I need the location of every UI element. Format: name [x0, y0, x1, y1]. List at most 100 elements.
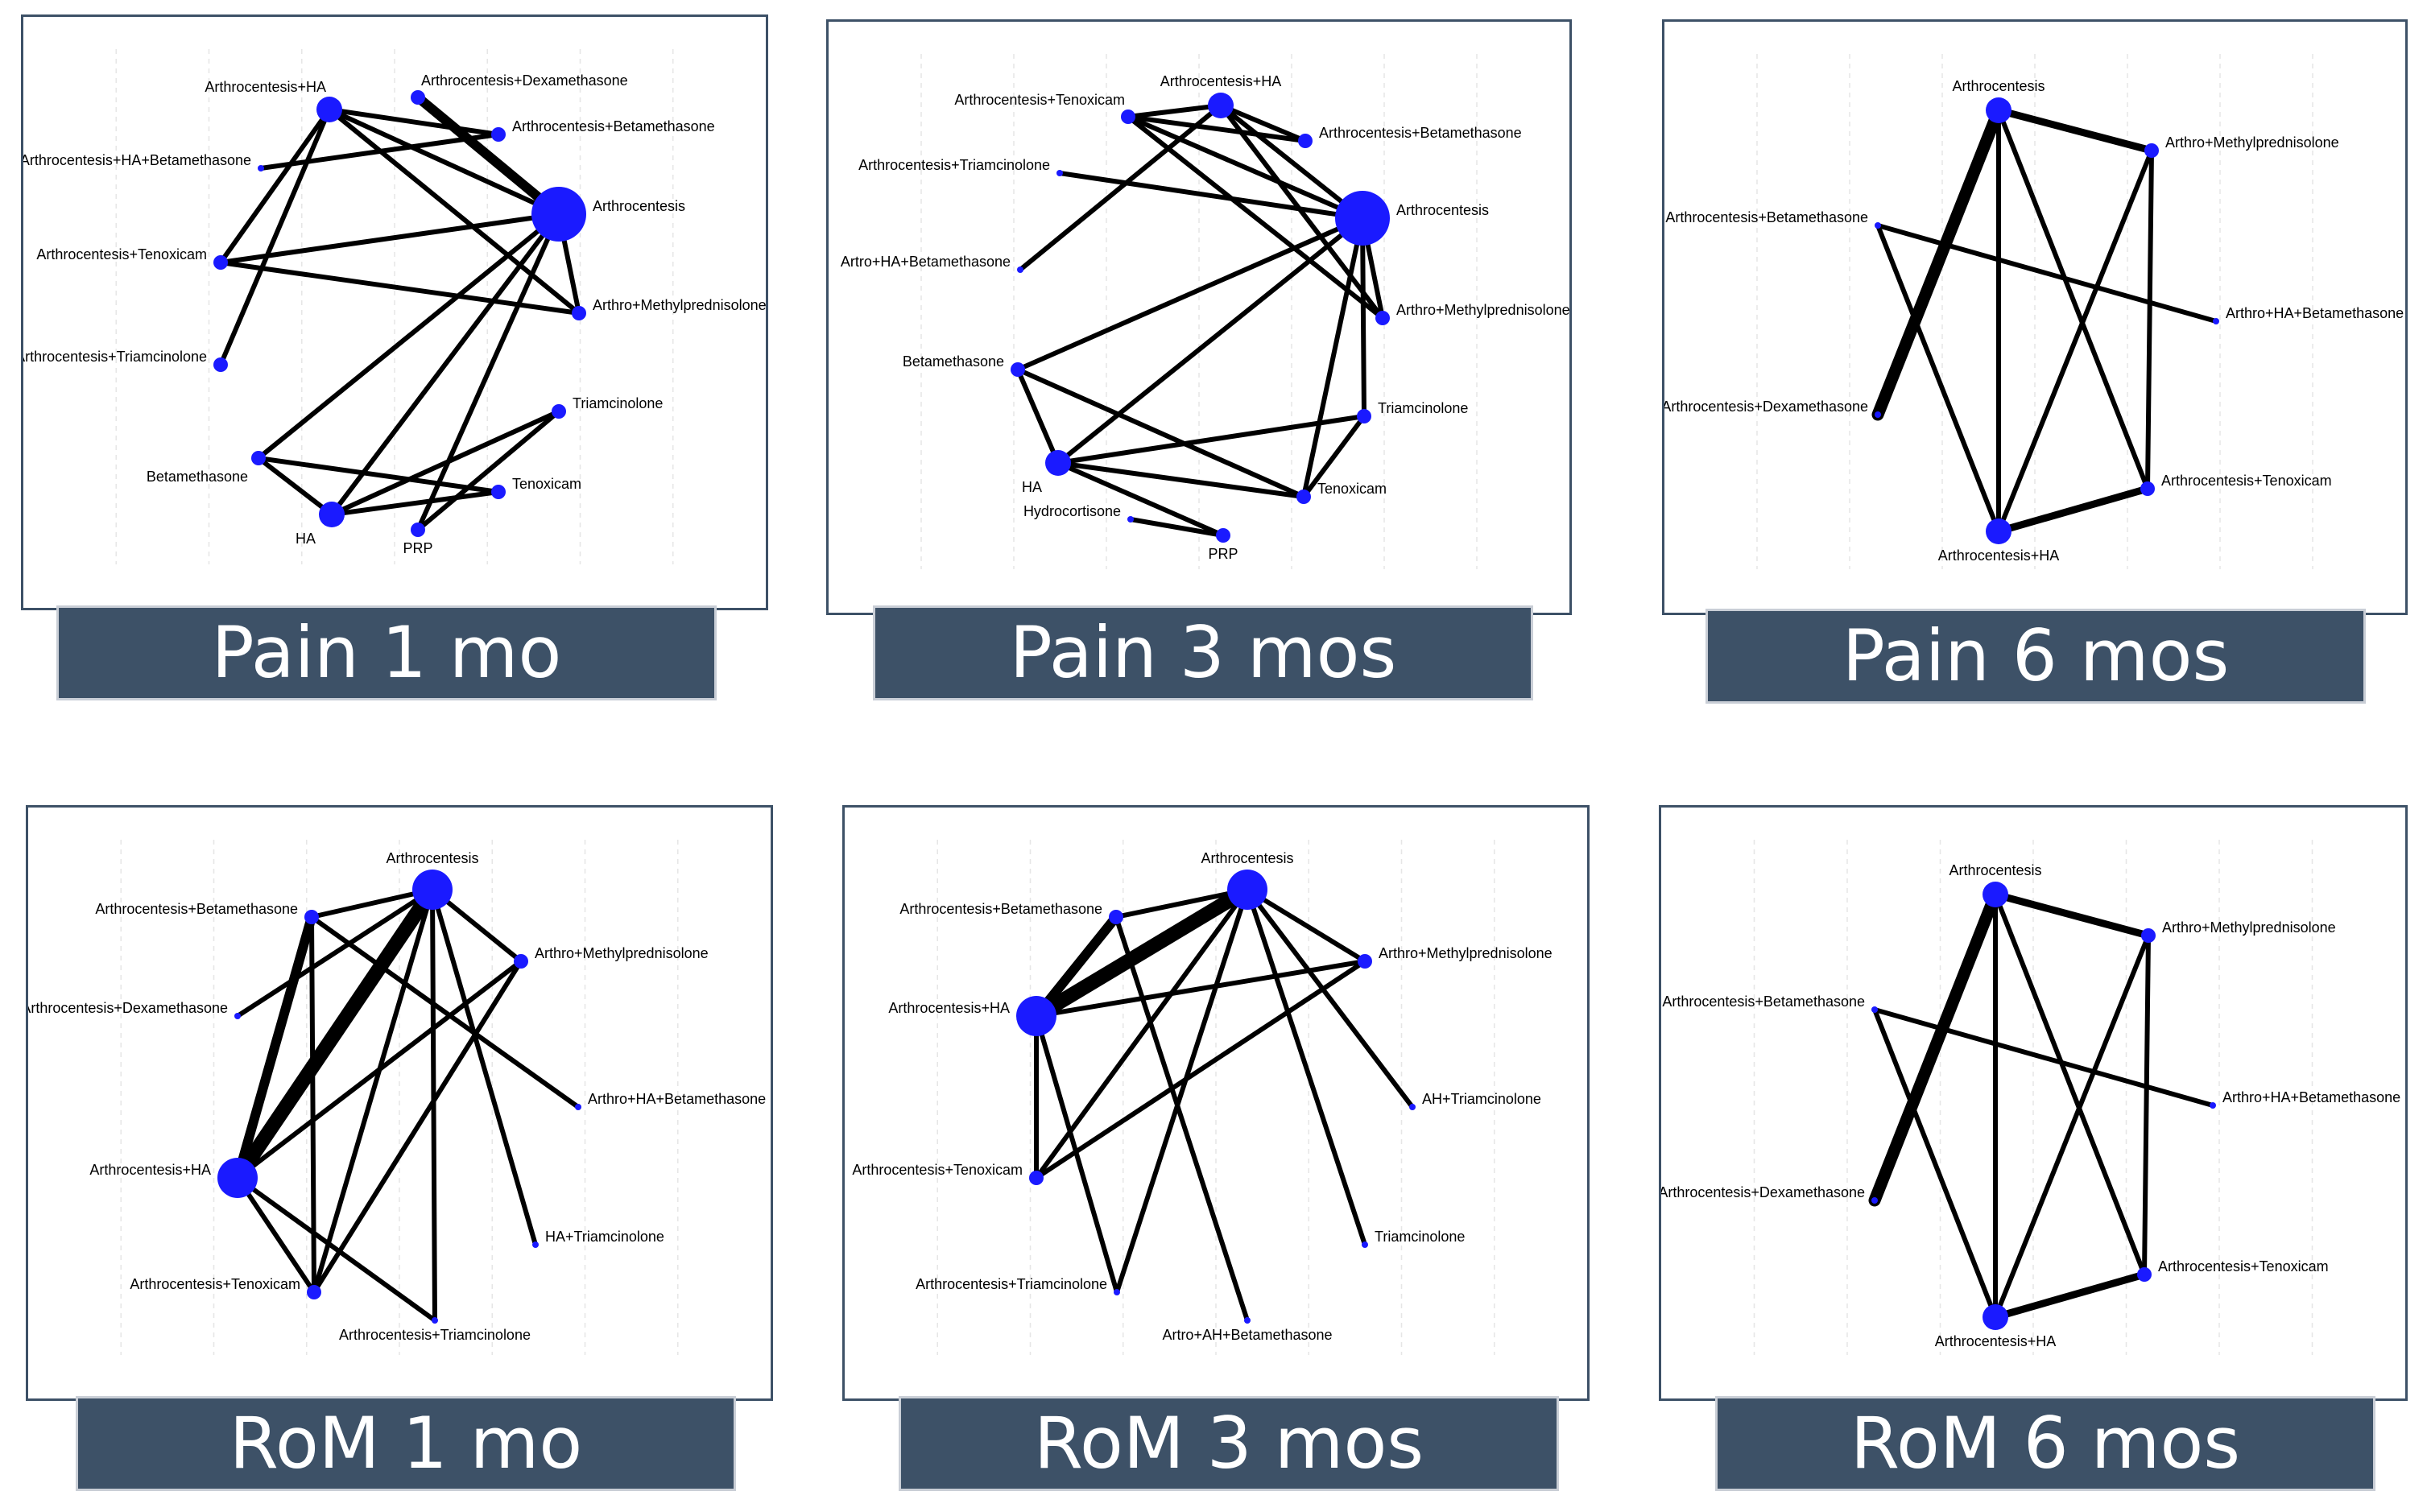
edge-beta-habeta — [309, 915, 581, 1109]
edge-arth-ha — [1056, 216, 1365, 465]
edge-arth-teno — [1993, 892, 2147, 1277]
node-arthrocentesis — [412, 870, 453, 910]
edge-ha_arth-arth — [327, 107, 561, 217]
node-label-arthrocentesis: Arthrocentesis — [1396, 202, 1489, 218]
edge-arth-dex — [1871, 104, 2005, 421]
edge-arth-ha — [329, 212, 561, 517]
edge-arth-meth — [1245, 887, 1367, 964]
edge-ha_arth-arth — [1218, 103, 1365, 221]
node-label-arthro-methylprednisolone: Arthro+Methylprednisolone — [2165, 134, 2339, 151]
node-label-arthrocentesis-ha: Arthrocentesis+HA — [1160, 73, 1282, 89]
node-arthro-methylprednisolone — [2144, 143, 2159, 158]
edge-arth-dex — [235, 887, 435, 1018]
edge-ha-triams — [1056, 414, 1366, 465]
node-label-prp: PRP — [403, 540, 432, 556]
edge-beta-habeta — [1872, 1007, 2215, 1108]
edge-meth-ha_arth — [1993, 933, 2151, 1320]
edge-ha_arth-meth — [1034, 959, 1367, 1018]
edge-ha-triams — [329, 409, 561, 517]
node-artro-ah-betamethasone — [1244, 1317, 1251, 1324]
node-prp — [411, 523, 425, 537]
edge-teno-arth — [1126, 114, 1365, 221]
edge-triams-tenox — [1301, 414, 1366, 499]
panel-title-banner: Pain 1 mo — [56, 605, 717, 700]
network-graph: Arthrocentesis+HAArthrocentesis+Tenoxica… — [841, 54, 1569, 569]
edge-betas-tenox — [256, 456, 501, 494]
node-arthrocentesis-betamethasone — [1298, 134, 1313, 148]
edge-arth-dex — [1868, 888, 2002, 1207]
node-arthrocentesis-tenoxicam — [2140, 481, 2155, 496]
node-label-arthro-ha-betamethasone: Arthro+HA+Betamethasone — [2226, 305, 2404, 321]
edge-ha_arth-meth — [1218, 103, 1385, 320]
node-ha — [319, 502, 345, 527]
node-arthrocentesis — [1335, 191, 1390, 246]
node-arthrocentesis — [1227, 870, 1267, 910]
node-arthrocentesis-ha — [1983, 1304, 2008, 1330]
node-arthro-methylprednisolone — [514, 954, 528, 969]
node-label-arthrocentesis: Arthrocentesis — [1949, 862, 2041, 878]
node-label-arthrocentesis: Arthrocentesis — [1952, 78, 2045, 94]
panel-title-banner: RoM 3 mos — [899, 1396, 1559, 1491]
node-label-arthrocentesis: Arthrocentesis — [593, 198, 685, 214]
network-graph: ArthrocentesisArthro+MethylprednisoloneA… — [1661, 840, 2400, 1355]
node-label-arthrocentesis: Arthrocentesis — [386, 850, 478, 866]
node-arthro-methylprednisolone — [572, 306, 586, 320]
edge-teno-ha_arth — [1126, 103, 1223, 119]
node-label-betamethasone: Betamethasone — [903, 353, 1004, 370]
node-label-arthrocentesis-betamethasone: Arthrocentesis+Betamethasone — [1319, 125, 1522, 141]
node-label-arthrocentesis-triamcinolone: Arthrocentesis+Triamcinolone — [339, 1327, 531, 1343]
node-arthrocentesis-ha — [217, 1158, 258, 1198]
edge-beta-ha_arth — [233, 912, 316, 1183]
node-hydrocortisone — [1127, 516, 1134, 523]
node-prp — [1216, 528, 1230, 543]
node-label-triamcinolone: Triamcinolone — [573, 395, 663, 411]
edge-prp-triams — [416, 409, 561, 532]
node-label-arthrocentesis-triamcinolone: Arthrocentesis+Triamcinolone — [916, 1276, 1107, 1292]
node-arthrocentesis-betamethasone — [1109, 910, 1123, 924]
node-label-ha: HA — [1022, 479, 1042, 495]
node-triamcinolone — [1357, 409, 1371, 423]
node-label-arthro-methylprednisolone: Arthro+Methylprednisolone — [535, 945, 709, 961]
edge-arth-meth — [1991, 890, 2152, 940]
node-betamethasone — [251, 451, 266, 465]
edge-meth-teno — [1034, 959, 1367, 1180]
node-arthrocentesis-betamethasone — [491, 127, 506, 142]
edge-betas-ha — [256, 456, 334, 517]
node-label-arthro-methylprednisolone: Arthro+Methylprednisolone — [1396, 302, 1569, 318]
node-arthrocentesis-tenoxicam — [213, 255, 228, 270]
node-label-arthrocentesis-betamethasone: Arthrocentesis+Betamethasone — [1665, 209, 1868, 225]
edge-beta-ha_arth — [1875, 223, 2001, 534]
edge-ha-tenox — [1056, 461, 1306, 499]
node-arthrocentesis-betamethasone — [1875, 222, 1881, 229]
node-label-arthrocentesis-tenoxicam: Arthrocentesis+Tenoxicam — [2161, 473, 2332, 489]
edge-ha-prp — [1056, 461, 1226, 538]
edge-arth-beta — [309, 887, 435, 919]
edge-habeta-beta — [258, 132, 501, 171]
edge-arth-triams — [1360, 216, 1366, 419]
node-label-triamcinolone: Triamcinolone — [1378, 400, 1468, 416]
edge-arth-hatriam — [430, 887, 538, 1247]
network-graph: ArthrocentesisArthro+MethylprednisoloneA… — [1664, 54, 2404, 569]
edge-hydro-prp — [1128, 517, 1226, 538]
panel-title-banner: RoM 1 mo — [76, 1396, 736, 1491]
edge-dex-arth — [413, 93, 564, 219]
edge-beta-habeta — [1875, 223, 2218, 324]
node-arthrocentesis — [531, 187, 586, 242]
node-label-arthrocentesis-dexamethasone: Arthrocentesis+Dexamethasone — [1661, 1184, 1865, 1200]
edge-teno-arth — [218, 212, 561, 265]
node-label-arthrocentesis-tenoxicam: Arthrocentesis+Tenoxicam — [2158, 1258, 2329, 1274]
edge-meth-ha_arth — [235, 959, 523, 1180]
node-arthrocentesis-betamethasone — [304, 910, 319, 924]
node-label-arthrocentesis-betamethasone: Arthrocentesis+Betamethasone — [899, 901, 1102, 917]
node-label-ha-triamcinolone: HA+Triamcinolone — [545, 1229, 664, 1245]
edge-ha-tenox — [329, 490, 501, 517]
node-ha-triamcinolone — [532, 1241, 539, 1248]
edge-meth-teno — [2145, 148, 2154, 491]
edge-arth-ahtriam — [1245, 887, 1415, 1109]
node-label-ah-triamcinolone: AH+Triamcinolone — [1422, 1091, 1541, 1107]
edge-meth-ha_arth — [1996, 148, 2154, 534]
node-label-artro-ha-betamethasone: Artro+HA+Betamethasone — [841, 254, 1011, 270]
edge-ha_arth-beta — [1032, 912, 1121, 1021]
